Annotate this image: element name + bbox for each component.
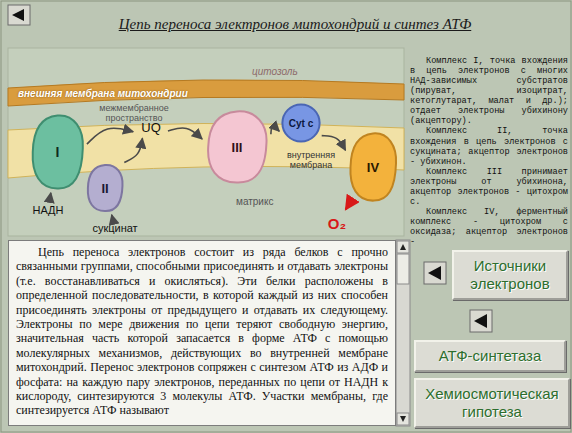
- scrollbar: [396, 240, 410, 426]
- cytochrome-c: Cyt c: [282, 104, 320, 142]
- node-label: II: [101, 181, 108, 196]
- drawing-part: [397, 241, 409, 253]
- node-label: сукцинат: [92, 222, 137, 234]
- electron-flow-arrow: [87, 128, 133, 144]
- membrane-label: внешняя мембрана митохондрии: [18, 88, 188, 99]
- menu-button: АТФ-синтетаза: [414, 340, 566, 372]
- node-label: НАДН: [32, 204, 63, 216]
- menu-button: Хемиосмотическая гипотеза: [414, 378, 570, 428]
- complex-i: I: [30, 114, 85, 190]
- electron-flow-arrow: [322, 136, 346, 151]
- complex-outline: [33, 115, 83, 188]
- button-label: Источники электронов: [462, 257, 558, 293]
- membrane-label: внутренняя мембрана: [278, 150, 344, 170]
- drawing-part: [428, 266, 441, 280]
- electron-flow-arrow: [168, 128, 202, 139]
- drawing-part: [424, 262, 446, 284]
- sound-button: [424, 262, 446, 284]
- succinate-label: сукцинат: [86, 220, 144, 236]
- node-label: Cyt c: [289, 118, 313, 129]
- electron-flow-arrow: [271, 126, 279, 134]
- electron-flow-arrow: [124, 138, 142, 162]
- complex-outline: [88, 165, 123, 211]
- oxygen-label: O₂: [322, 212, 352, 234]
- page-title: Цепь переноса электронов митохондрий и с…: [40, 16, 550, 33]
- electron-flow-arrow: [346, 204, 350, 210]
- drawing-part: [474, 314, 487, 328]
- description-paragraph: Комплекс II, точка вхождения в цепь элек…: [410, 126, 568, 166]
- drawing-part: [397, 254, 409, 284]
- node-label: I: [56, 144, 60, 160]
- complex-outline: [350, 133, 396, 200]
- diagram-panel: [8, 48, 404, 236]
- complex-ii: II: [86, 164, 124, 212]
- complex-iii: III: [205, 110, 269, 184]
- complex-iv: IV: [348, 132, 398, 202]
- region-label: межмембранное пространство: [92, 103, 176, 123]
- electron-flow-arrow: [111, 215, 113, 218]
- description-paragraph: Комплекс IV, ферментный комплекс - цитох…: [410, 207, 568, 247]
- drawing-part: [397, 413, 409, 425]
- drawing-part: [12, 9, 24, 21]
- drawing-part: [396, 240, 410, 426]
- description-paragraph: Комплекс III принимает электроны от убих…: [410, 167, 568, 207]
- drawing-part: [400, 244, 406, 250]
- drawing-part: [400, 416, 406, 422]
- outer-membrane: [8, 80, 404, 106]
- body-text: Цепь переноса электронов состоит из ряда…: [16, 245, 388, 418]
- region-label: матрикс: [236, 196, 273, 207]
- node-label: IV: [367, 160, 379, 175]
- description-paragraph: Комплекс I, точка вхождения в цепь элект…: [410, 56, 568, 126]
- drawing-part: [470, 310, 492, 332]
- menu-button: Источники электронов: [452, 250, 568, 300]
- back-button: [8, 5, 30, 25]
- nadh-label: НАДН: [26, 202, 70, 218]
- complex-outline: [208, 111, 266, 182]
- sound-button: [470, 310, 492, 332]
- region-label: цитозоль: [252, 66, 298, 77]
- node-label: O₂: [328, 215, 346, 232]
- node-label: III: [232, 140, 243, 155]
- circle-outline: [282, 104, 319, 141]
- button-label: Хемиосмотическая гипотеза: [424, 385, 560, 421]
- electron-flow-arrow: [50, 193, 51, 200]
- text-panel: Цепь переноса электронов состоит из ряда…: [8, 240, 396, 426]
- button-label: АТФ-синтетаза: [439, 347, 542, 365]
- description-column: Комплекс I, точка вхождения в цепь элект…: [410, 56, 568, 247]
- drawing-part: [8, 5, 30, 25]
